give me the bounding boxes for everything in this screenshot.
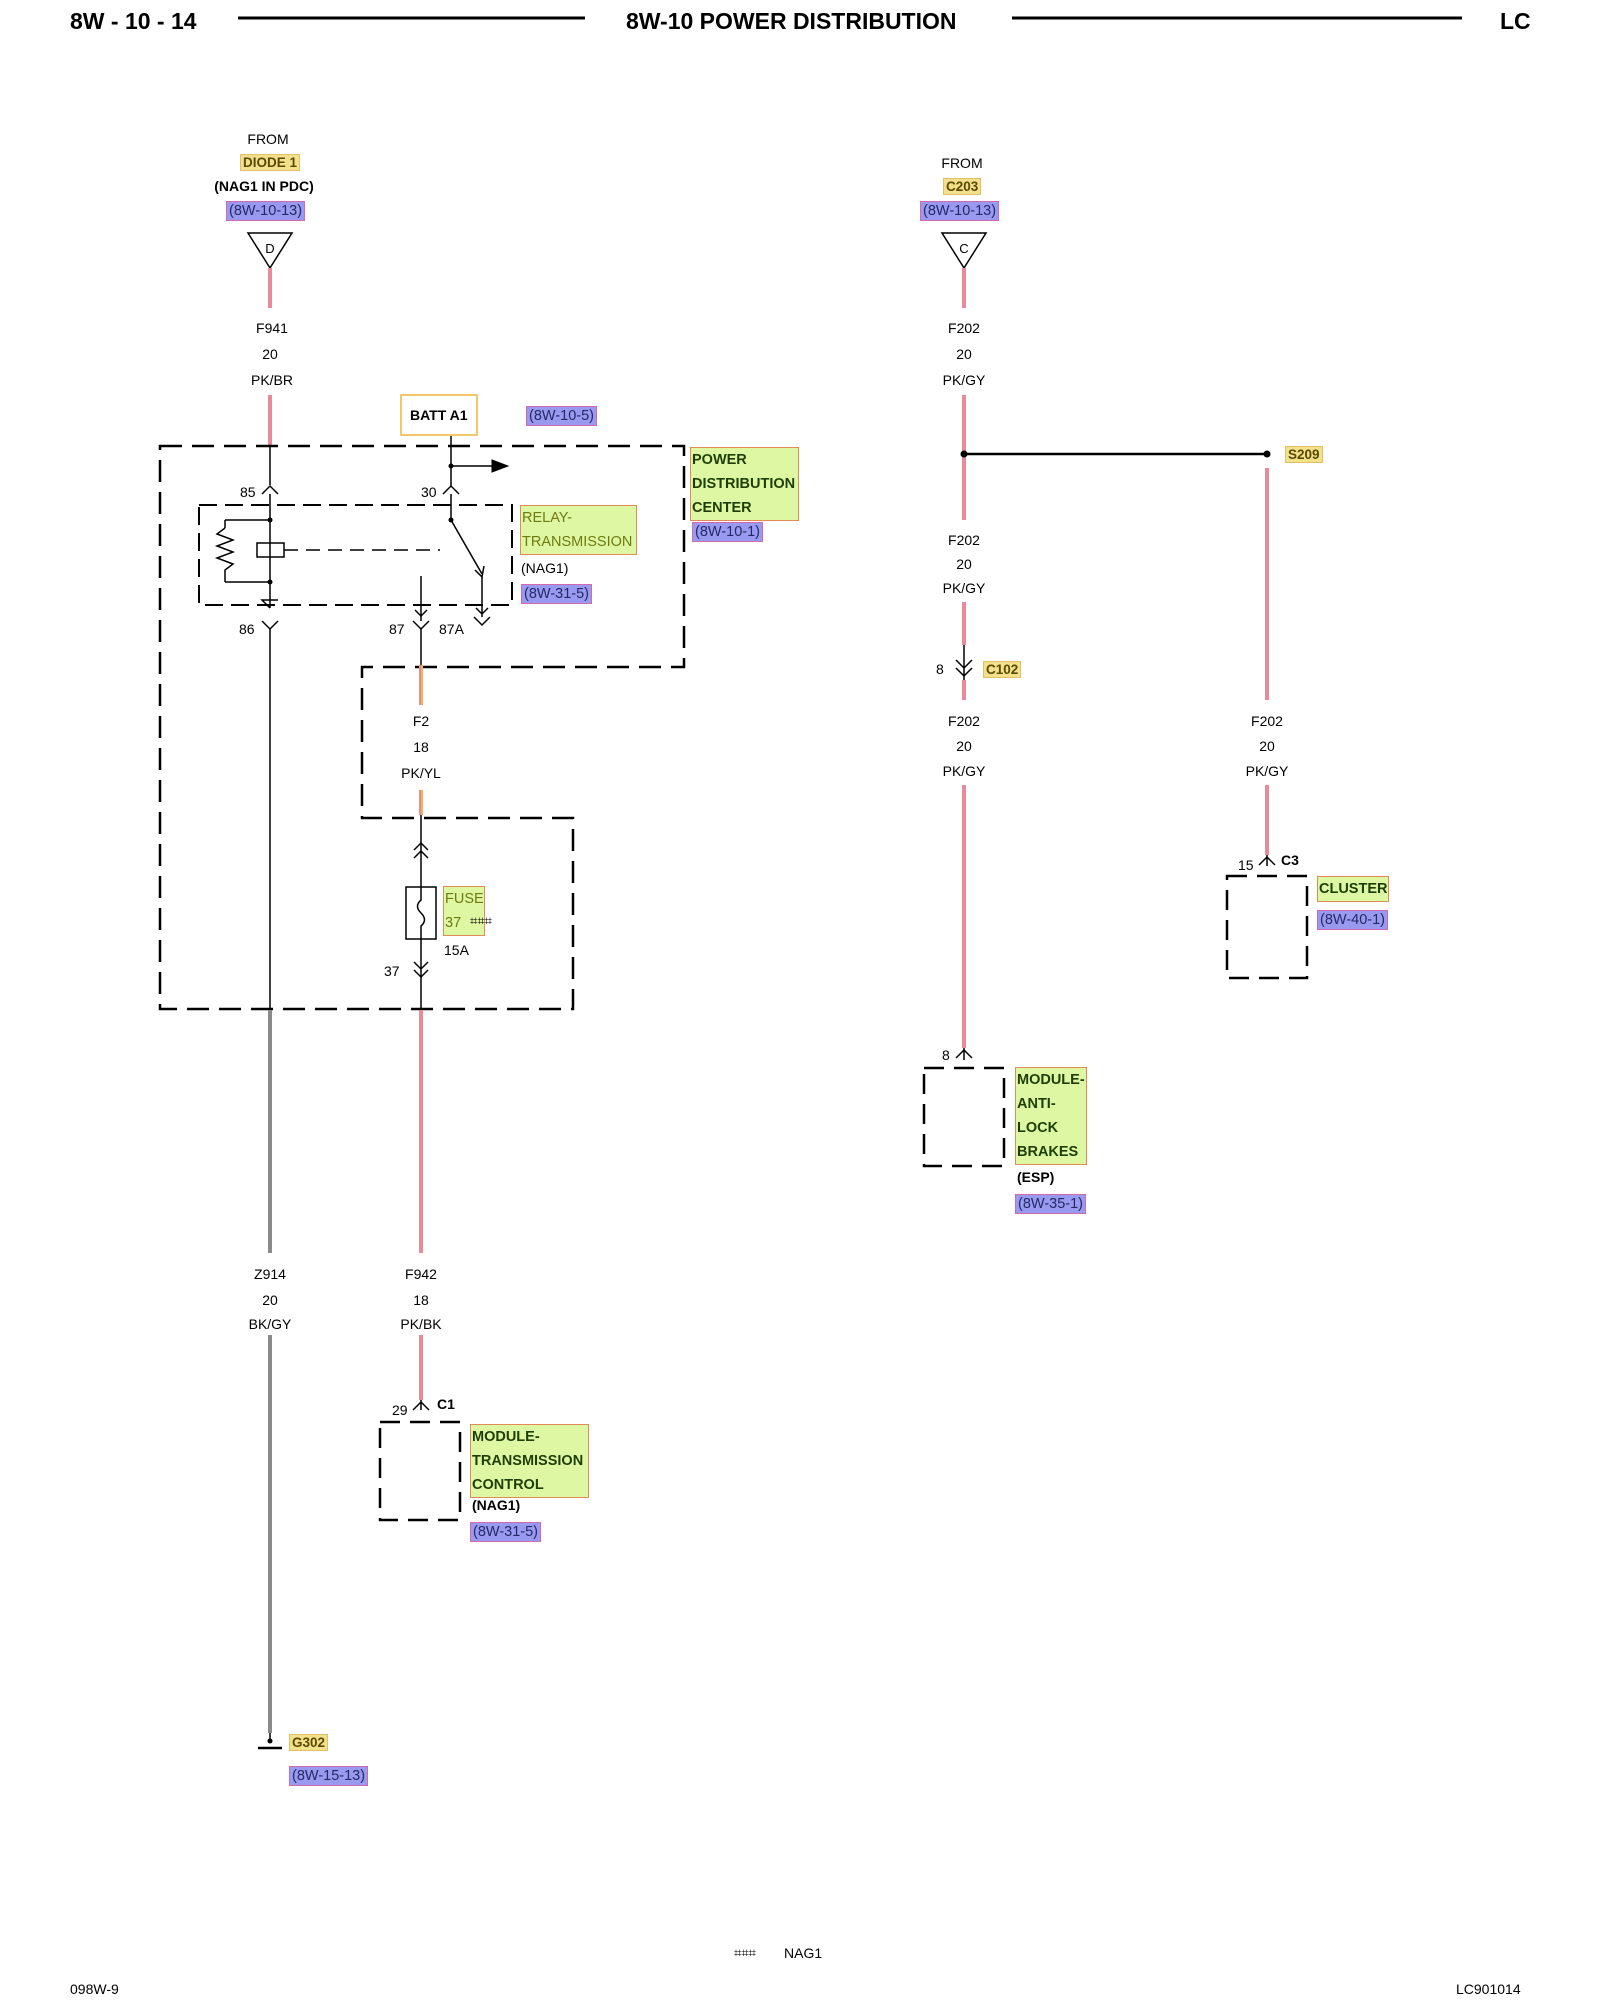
source-from-label: FROM [247,131,289,147]
footer-note-marks: ⌗⌗⌗ [734,1945,756,1960]
diode-qualifier: (NAG1 IN PDC) [214,178,314,194]
wire3-color: PK/GY [942,763,986,779]
fuse-marks: ⌗⌗⌗ [470,913,492,928]
wire3-gauge: 20 [956,738,972,754]
relay-pin-30: 30 [421,484,437,500]
abs-qualifier: (ESP) [1017,1169,1055,1185]
wire-f941-gauge: 20 [262,346,278,362]
footer-right-code: LC901014 [1456,1981,1521,1997]
wire-f942-circuit: F942 [405,1266,437,1282]
tcm-ref-link[interactable]: (8W-31-5) [470,1522,541,1542]
relay-pin-87a: 87A [439,621,464,637]
diode-ref-link[interactable]: (8W-10-13) [226,201,306,221]
model-code: LC [1500,8,1531,34]
c102-link[interactable]: C102 [983,661,1022,678]
tcm-pin: 29 [392,1402,408,1418]
wire-z914-circuit: Z914 [254,1266,286,1282]
wire-z914-gauge: 20 [262,1292,278,1308]
cluster-label[interactable]: CLUSTER [1317,876,1390,902]
wire-f2-circuit: F2 [412,713,430,729]
wire1-color: PK/GY [942,372,986,388]
connector-c-triangle [940,232,988,270]
connector-d-triangle [246,232,294,270]
abs-pin: 8 [942,1047,950,1063]
wire2-circuit: F202 [948,532,980,548]
cluster-outline [1225,874,1309,980]
connector-c-pin: C [959,241,969,256]
wire2-color: PK/GY [942,580,986,596]
batt-a1-box: BATT A1 [400,394,478,436]
wire1-gauge: 20 [956,346,972,362]
relay-qualifier: (NAG1) [521,560,569,576]
wire-f942-color: PK/BK [400,1316,442,1332]
abs-outline [922,1066,1006,1168]
wire-z914-color: BK/GY [248,1316,292,1332]
c203-ref-link[interactable]: (8W-10-13) [920,201,1000,221]
splice-dot-s209 [1263,450,1271,458]
c102-pin: 8 [936,661,944,677]
footer-note-text: NAG1 [784,1945,823,1961]
relay-pin-85: 85 [240,484,256,500]
footer-left-code: 098W-9 [70,1981,119,1997]
tcm-qualifier: (NAG1) [472,1497,521,1513]
abs-label[interactable]: MODULE- ANTI- LOCK BRAKES [1015,1067,1087,1165]
pdc-outline [158,444,686,1011]
cluster-pin: 15 [1238,857,1254,873]
splice-s209-link[interactable]: S209 [1285,446,1323,463]
wire2-gauge: 20 [956,556,972,572]
diode-1-link[interactable]: DIODE 1 [240,154,301,171]
ground-ref-link[interactable]: (8W-15-13) [289,1766,369,1786]
tcm-outline [378,1420,462,1522]
wire1-circuit: F202 [948,320,980,336]
abs-ref-link[interactable]: (8W-35-1) [1015,1194,1086,1214]
page-title: 8W-10 POWER DISTRIBUTION [626,8,957,34]
relay-ref-link[interactable]: (8W-31-5) [521,584,592,604]
c203-from-label: FROM [941,155,983,171]
fuse-pin: 37 [384,963,400,979]
relay-outline [198,504,513,606]
relay-label[interactable]: RELAY- TRANSMISSION [520,505,637,555]
wire4-gauge: 20 [1259,738,1275,754]
wire3-circuit: F202 [948,713,980,729]
cluster-ref-link[interactable]: (8W-40-1) [1317,910,1388,930]
wire4-circuit: F202 [1251,713,1283,729]
wire-f2-gauge: 18 [413,739,429,755]
tcm-label[interactable]: MODULE- TRANSMISSION CONTROL [470,1424,589,1498]
cluster-connector: C3 [1281,852,1299,868]
relay-pin-87: 87 [389,621,405,637]
tcm-connector: C1 [437,1396,455,1412]
wire-f942-gauge: 18 [413,1292,429,1308]
page-number: 8W - 10 - 14 [70,8,197,34]
splice-dot-left [960,450,968,458]
pdc-ref-link[interactable]: (8W-10-1) [692,522,763,542]
fuse-rating: 15A [444,942,469,958]
relay-pin-86: 86 [239,621,255,637]
c203-link[interactable]: C203 [943,178,982,195]
wire-f2-color: PK/YL [401,765,441,781]
wire4-color: PK/GY [1245,763,1289,779]
batt-ref-link[interactable]: (8W-10-5) [526,406,597,426]
pdc-label[interactable]: POWER DISTRIBUTION CENTER [690,447,799,521]
wire-f941-circuit: F941 [256,320,288,336]
fuse-37-label[interactable]: FUSE 37 [443,886,485,936]
wire-f941-color: PK/BR [250,372,294,388]
connector-d-pin: D [265,241,275,256]
ground-g302-link[interactable]: G302 [289,1734,329,1751]
relay-resistor [214,527,236,582]
